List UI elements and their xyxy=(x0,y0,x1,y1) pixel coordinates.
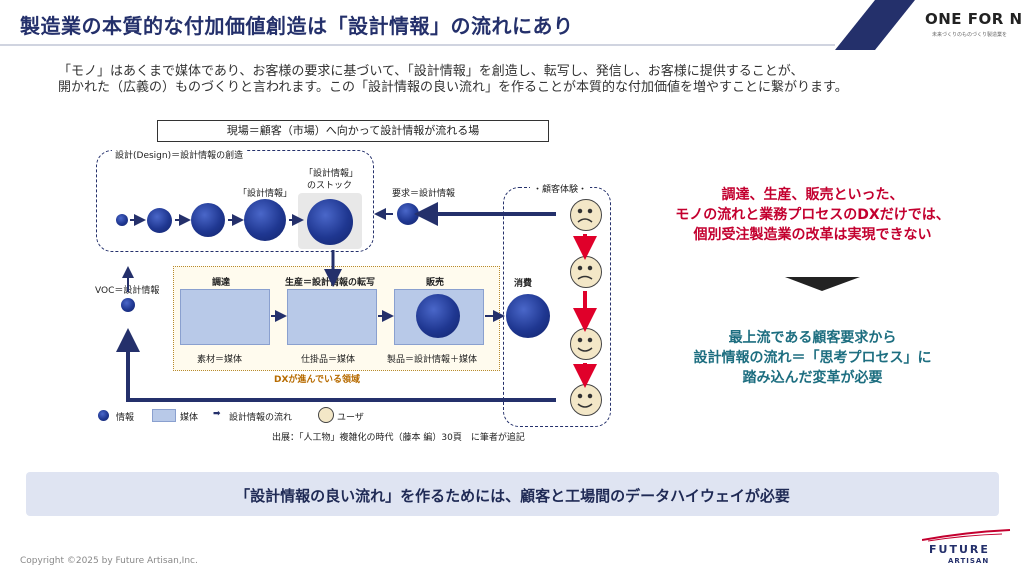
request-label: 要求＝設計情報 xyxy=(392,189,456,199)
brand-logo: ONE FOR NEXT xyxy=(925,10,1023,28)
info-circle-1 xyxy=(116,214,128,226)
teal-statement: 最上流である顧客要求から 設計情報の流れ＝「思考プロセス」に 踏み込んだ変革が必… xyxy=(640,328,985,388)
logo-text-2: ARTISAN xyxy=(948,557,990,565)
teal-line-2: 設計情報の流れ＝「思考プロセス」に xyxy=(693,350,932,366)
design-info-label: 「設計情報」 xyxy=(238,189,293,199)
dx-label: DXが進んでいる領域 xyxy=(274,375,360,385)
legend-user-icon xyxy=(318,407,334,423)
intro-line-2: 開かれた（広義の）ものづくりと言われます。この「設計情報の良い流れ」を作ることが… xyxy=(58,80,848,95)
conclusion-banner xyxy=(26,472,999,516)
teal-line-1: 最上流である顧客要求から xyxy=(728,330,897,346)
red-line-1: 調達、生産、販売といった、 xyxy=(721,187,904,203)
legend-medium: 媒体 xyxy=(180,413,199,423)
stock-label-2: のストック xyxy=(307,181,353,191)
brand-tagline: 未来づくりのものづくり製造業を xyxy=(932,32,1008,38)
teal-line-3: 踏み込んだ変革が必要 xyxy=(742,370,883,386)
field-label-box: 現場＝顧客（市場）へ向かって設計情報が流れる場 xyxy=(157,120,549,142)
consumption-circle xyxy=(506,294,550,338)
info-circle-4 xyxy=(244,199,286,241)
info-circle-5 xyxy=(307,199,353,245)
legend-user: ユーザ xyxy=(337,413,364,423)
design-label: 設計(Design)＝設計情報の創造 xyxy=(112,148,247,161)
wip-box xyxy=(287,289,377,345)
sales-label: 販売 xyxy=(426,278,445,288)
procurement-label: 調達 xyxy=(212,278,231,288)
material-box xyxy=(180,289,270,345)
logo-text-1: FUTURE xyxy=(929,543,990,556)
request-circle xyxy=(397,203,419,225)
legend-info: 情報 xyxy=(116,413,135,423)
title-divider xyxy=(0,44,835,46)
legend-flow: 設計情報の流れ xyxy=(229,413,293,423)
consumption-label: 消費 xyxy=(514,279,533,289)
stock-label-1: 「設計情報」 xyxy=(304,169,359,179)
user-face-icon-2 xyxy=(570,256,602,288)
wip-label: 仕掛品＝媒体 xyxy=(301,355,356,365)
red-line-2: モノの流れと業務プロセスのDXだけでは、 xyxy=(675,207,950,223)
intro-line-1: 「モノ」はあくまで媒体であり、お客様の要求に基づいて、「設計情報」を創造し、転写… xyxy=(58,64,804,79)
header-stripe-icon xyxy=(835,0,915,50)
legend-medium-icon xyxy=(152,409,176,422)
material-label: 素材＝媒体 xyxy=(197,355,243,365)
intro-text: 「モノ」はあくまで媒体であり、お客様の要求に基づいて、「設計情報」を創造し、転写… xyxy=(58,64,998,96)
copyright: Copyright ©2025 by Future Artisan,Inc. xyxy=(20,556,198,566)
logo-swoosh-icon xyxy=(922,529,1011,542)
red-line-3: 個別受注製造業の改革は実現できない xyxy=(693,227,932,243)
customer-label: ・顧客体験・ xyxy=(530,182,591,195)
product-circle xyxy=(416,294,460,338)
info-circle-3 xyxy=(191,203,225,237)
legend-info-icon xyxy=(98,410,109,421)
user-face-icon-3 xyxy=(570,328,602,360)
red-statement: 調達、生産、販売といった、 モノの流れと業務プロセスのDXだけでは、 個別受注製… xyxy=(640,185,985,245)
info-circle-2 xyxy=(147,208,172,233)
conclusion-text: 「設計情報の良い流れ」を作るためには、顧客と工場間のデータハイウェイが必要 xyxy=(235,487,790,505)
legend-arrow-icon: ➡ xyxy=(213,409,221,419)
product-label: 製品＝設計情報＋媒体 xyxy=(387,355,478,365)
field-label: 現場＝顧客（市場）へ向かって設計情報が流れる場 xyxy=(226,124,480,137)
source-citation: 出展：「人工物」複雑化の時代（藤本 編）30頁 に筆者が追記 xyxy=(272,433,525,443)
voc-circle xyxy=(121,298,135,312)
page-title: 製造業の本質的な付加価値創造は「設計情報」の流れにあり xyxy=(20,14,574,38)
user-face-icon-1 xyxy=(570,199,602,231)
